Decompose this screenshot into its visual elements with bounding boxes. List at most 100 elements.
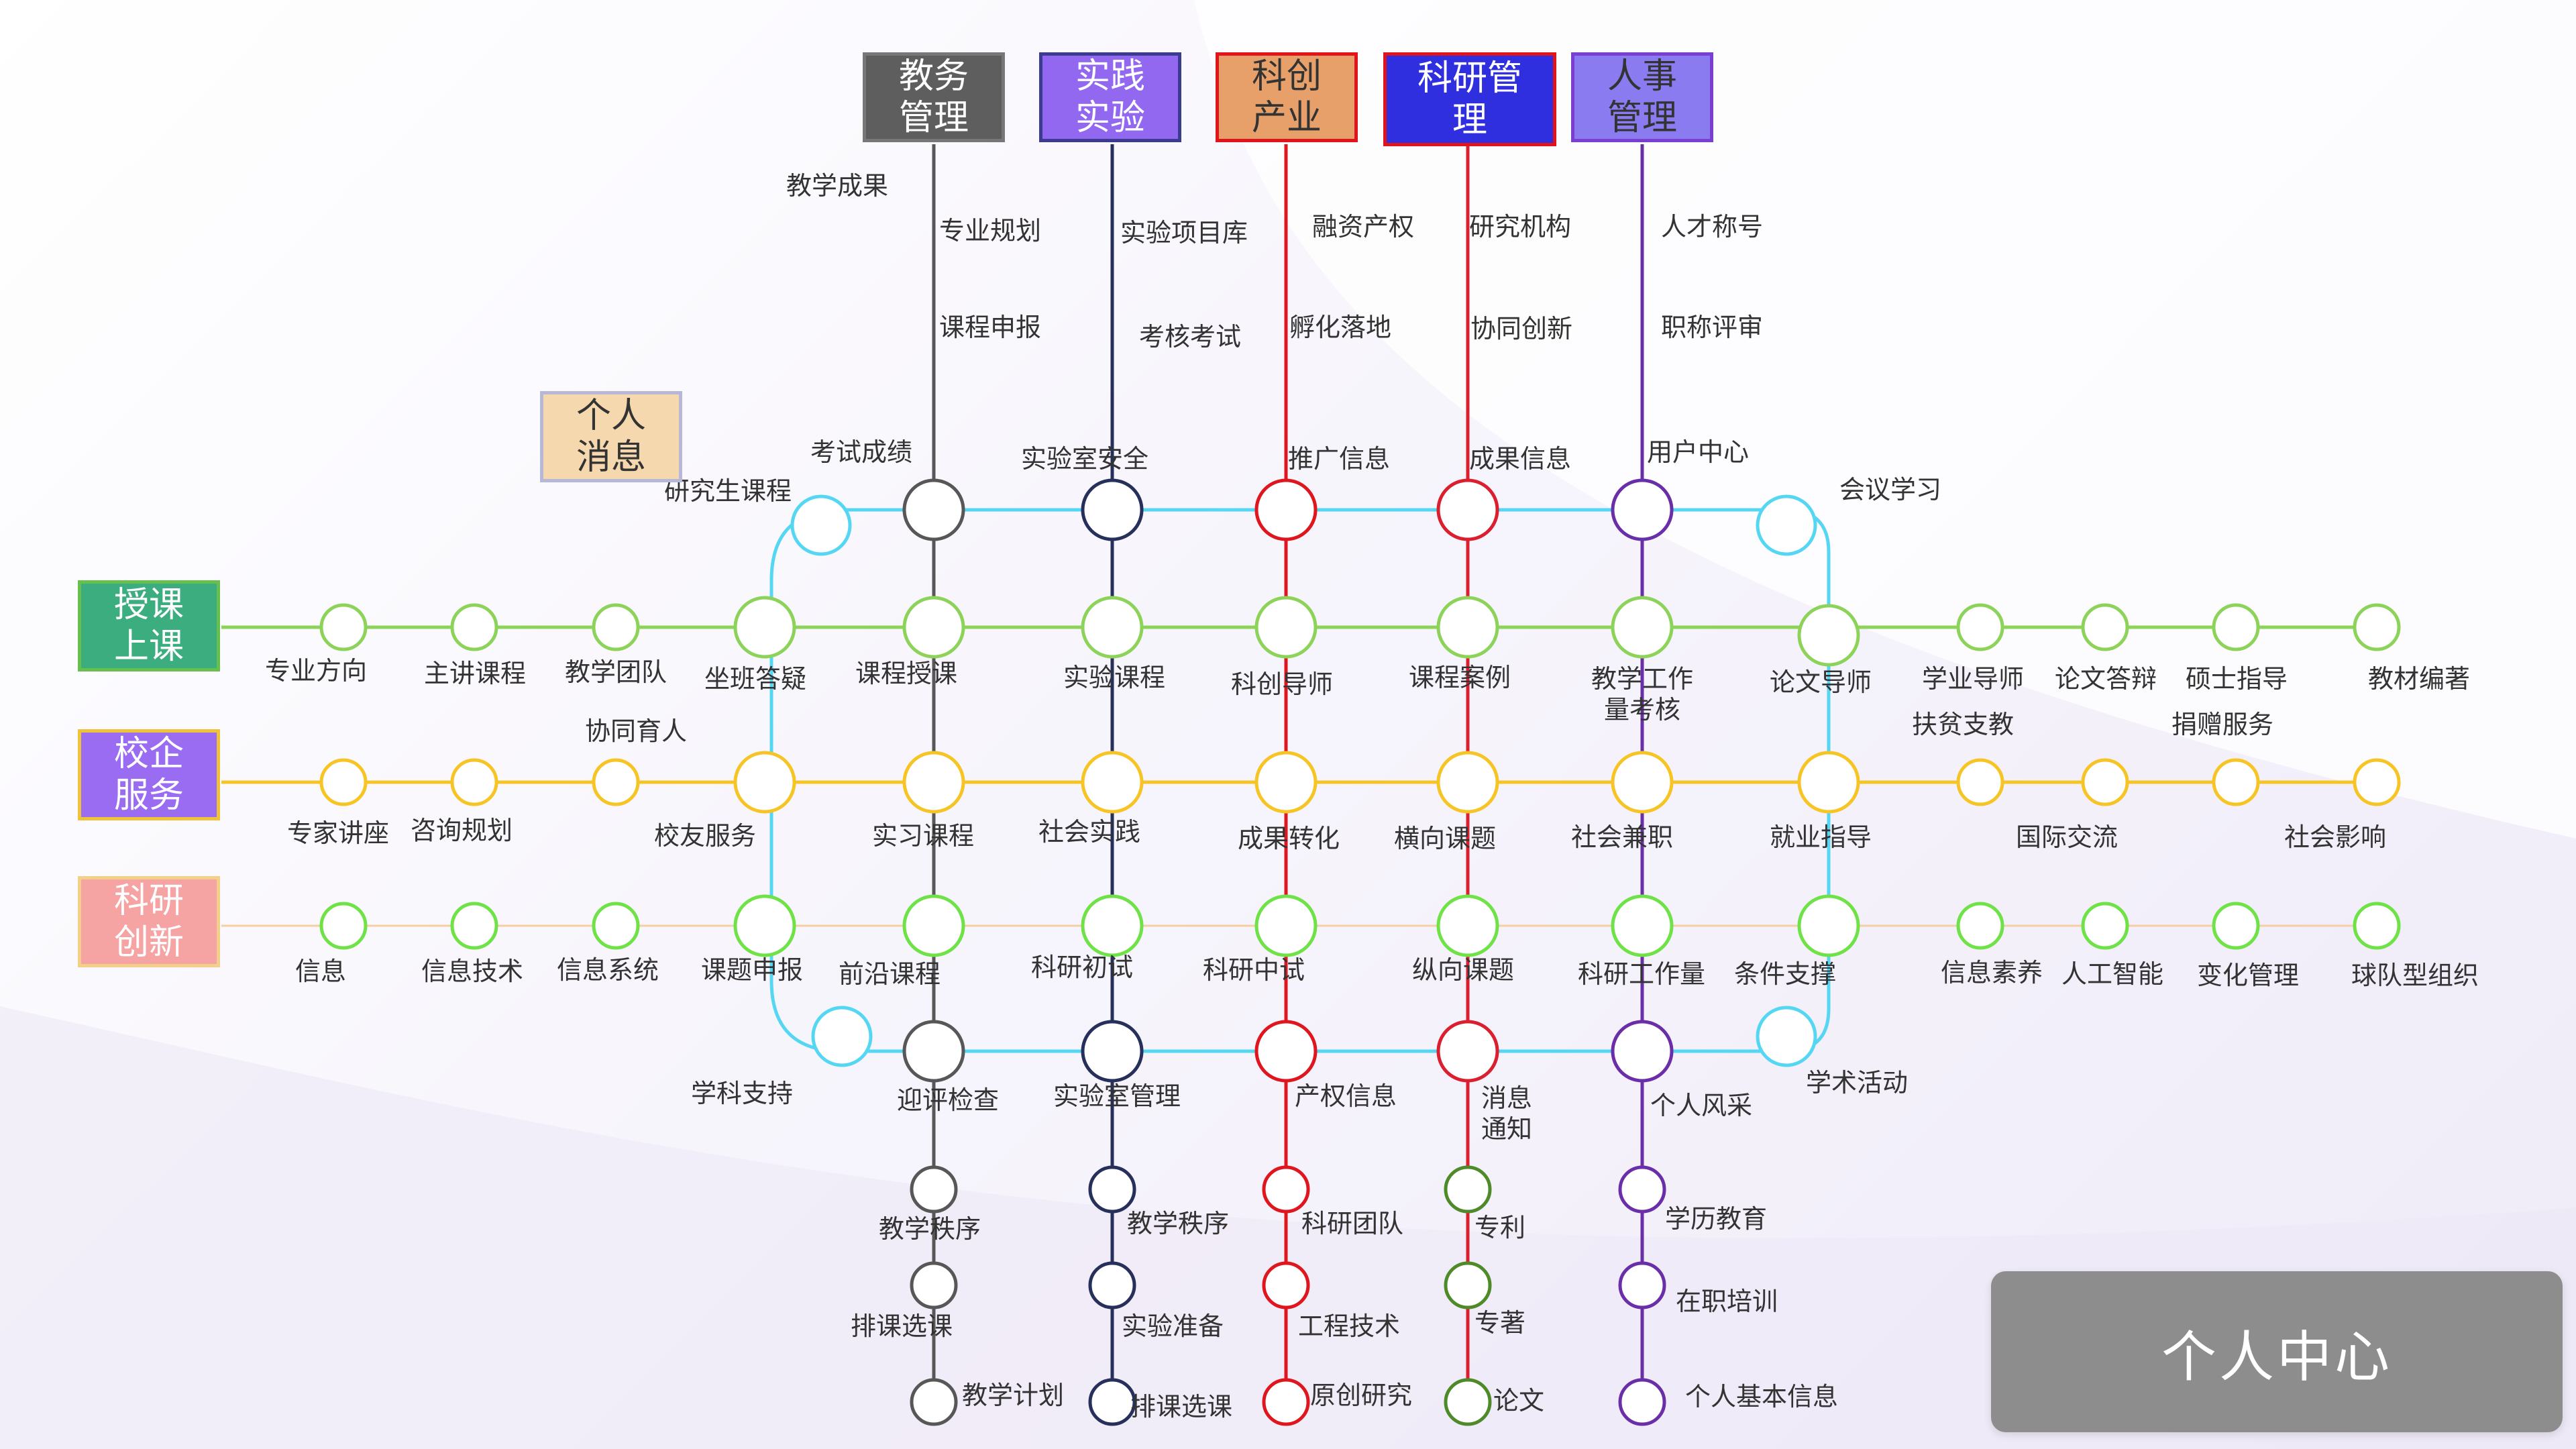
row-0-station-11[interactable]: [2081, 603, 2129, 651]
row-research-label-8[interactable]: 科研工作量: [1578, 959, 1706, 989]
research-innovation-box[interactable]: 科研 创新: [78, 876, 220, 967]
row-1-station-2[interactable]: [592, 758, 640, 806]
row-research-label-0[interactable]: 信息: [295, 957, 347, 986]
col-practice-loop-bottom-station[interactable]: [1081, 1020, 1144, 1083]
col-teaching-label-4[interactable]: 迎评检查: [897, 1085, 1000, 1115]
col-hr-label-5[interactable]: 在职培训: [1676, 1287, 1778, 1316]
col-teaching-label-5[interactable]: 教学秩序: [879, 1214, 981, 1244]
row-teaching-label-13[interactable]: 教材编著: [2368, 664, 2471, 694]
col-research-label-5[interactable]: 专著: [1474, 1308, 1526, 1338]
loop-label-2[interactable]: 学科支持: [691, 1079, 794, 1108]
col-practice-label-1[interactable]: 考核考试: [1139, 322, 1242, 352]
row-0-station-9[interactable]: [1797, 604, 1860, 667]
row-teaching-label-1[interactable]: 主讲课程: [424, 659, 527, 688]
col-teaching-lower-station-1[interactable]: [910, 1261, 958, 1309]
col-teaching-label-7[interactable]: 教学计划: [962, 1381, 1065, 1410]
col-research-lower-station-2[interactable]: [1444, 1378, 1492, 1426]
row-research-label-3[interactable]: 课题申报: [701, 955, 804, 985]
row-enterprise-label-3[interactable]: 校友服务: [654, 821, 757, 851]
row-research-label-6[interactable]: 科研中试: [1203, 955, 1305, 985]
row-teaching-label-2[interactable]: 教学团队: [565, 657, 667, 687]
row-0-station-8[interactable]: [1611, 596, 1674, 659]
row-0-station-3[interactable]: [733, 596, 796, 659]
col-innovation-lower-station-2[interactable]: [1262, 1378, 1310, 1426]
loop-station-top-left[interactable]: [790, 494, 852, 556]
col-teaching-loop-bottom-station[interactable]: [902, 1020, 965, 1083]
col-research-loop-bottom-station[interactable]: [1436, 1020, 1499, 1083]
col-practice-lower-station-1[interactable]: [1088, 1261, 1136, 1309]
row-research-label-13[interactable]: 球队型组织: [2351, 961, 2479, 990]
row-2-station-2[interactable]: [592, 902, 640, 950]
row-2-station-4[interactable]: [902, 894, 965, 957]
row-research-label-4[interactable]: 前沿课程: [839, 959, 941, 989]
row-teaching-label-12[interactable]: 硕士指导: [2186, 664, 2288, 694]
personal-messages-box[interactable]: 个人 消息: [540, 391, 682, 482]
loop-station-top-right[interactable]: [1756, 494, 1817, 556]
row-enterprise-label-4[interactable]: 实习课程: [872, 821, 975, 851]
col-innovation-lower-station-0[interactable]: [1262, 1165, 1310, 1214]
row-teaching-label-6[interactable]: 科创导师: [1231, 669, 1334, 699]
row-teaching-label-8[interactable]: 教学工作 量考核: [1591, 664, 1694, 724]
col-research-lower-station-0[interactable]: [1444, 1165, 1492, 1214]
col-teaching-loop-top-station[interactable]: [902, 478, 965, 541]
col-teaching-label-6[interactable]: 排课选课: [851, 1311, 953, 1341]
row-research-label-1[interactable]: 信息技术: [421, 957, 524, 986]
row-0-station-5[interactable]: [1081, 596, 1144, 659]
col-research-label-4[interactable]: 专利: [1474, 1213, 1526, 1242]
row-0-station-7[interactable]: [1436, 596, 1499, 659]
col-practice-label-3[interactable]: 实验室管理: [1053, 1081, 1181, 1111]
row-enterprise-label-8[interactable]: 社会兼职: [1571, 822, 1674, 852]
row-2-station-3[interactable]: [733, 894, 796, 957]
row-research-label-12[interactable]: 变化管理: [2197, 961, 2300, 990]
row-enterprise-label-10[interactable]: 扶贫支教: [1912, 710, 2015, 739]
row-1-station-4[interactable]: [902, 751, 965, 814]
row-1-station-12[interactable]: [2212, 758, 2260, 806]
col-hr-label-3[interactable]: 个人风采: [1650, 1091, 1753, 1120]
col-hr-loop-top-station[interactable]: [1611, 478, 1674, 541]
col-innovation-label-1[interactable]: 孵化落地: [1289, 313, 1392, 342]
row-2-station-8[interactable]: [1611, 894, 1674, 957]
col-hr-label-1[interactable]: 职称评审: [1661, 313, 1764, 342]
row-enterprise-label-6[interactable]: 成果转化: [1238, 824, 1340, 853]
col-research-label-3[interactable]: 消息 通知: [1481, 1083, 1533, 1144]
teaching-management-box[interactable]: 教务 管理: [863, 52, 1005, 142]
loop-station-bottom-left[interactable]: [811, 1006, 873, 1067]
row-teaching-label-9[interactable]: 论文导师: [1770, 667, 1872, 697]
col-hr-label-0[interactable]: 人才称号: [1661, 212, 1764, 241]
col-hr-lower-station-0[interactable]: [1618, 1165, 1666, 1214]
col-innovation-label-2[interactable]: 推广信息: [1288, 444, 1391, 474]
col-research-label-1[interactable]: 协同创新: [1470, 314, 1573, 343]
row-enterprise-label-7[interactable]: 横向课题: [1394, 824, 1497, 853]
row-0-station-13[interactable]: [2353, 603, 2401, 651]
row-2-station-9[interactable]: [1797, 894, 1860, 957]
row-teaching-label-7[interactable]: 课程案例: [1409, 663, 1511, 692]
col-practice-label-6[interactable]: 排课选课: [1130, 1392, 1233, 1421]
col-innovation-label-0[interactable]: 融资产权: [1312, 212, 1415, 241]
row-2-station-1[interactable]: [450, 902, 498, 950]
teaching-classes-box[interactable]: 授课 上课: [78, 580, 220, 672]
row-2-station-11[interactable]: [2081, 902, 2129, 950]
row-0-station-10[interactable]: [1956, 603, 2004, 651]
row-research-label-2[interactable]: 信息系统: [557, 955, 659, 985]
personal-center-button[interactable]: 个人中心: [1991, 1271, 2563, 1432]
row-teaching-label-10[interactable]: 学业导师: [1922, 664, 2025, 694]
row-2-station-0[interactable]: [319, 902, 368, 950]
row-research-label-9[interactable]: 条件支撑: [1734, 959, 1837, 989]
row-1-station-0[interactable]: [319, 758, 368, 806]
row-1-station-13[interactable]: [2353, 758, 2401, 806]
col-practice-loop-top-station[interactable]: [1081, 478, 1144, 541]
col-practice-label-0[interactable]: 实验项目库: [1120, 218, 1248, 248]
row-2-station-5[interactable]: [1081, 894, 1144, 957]
row-1-station-1[interactable]: [450, 758, 498, 806]
col-teaching-label-3[interactable]: 考试成绩: [810, 437, 913, 467]
row-1-station-6[interactable]: [1254, 751, 1318, 814]
practice-experiment-box[interactable]: 实践 实验: [1039, 52, 1181, 142]
col-research-loop-top-station[interactable]: [1436, 478, 1499, 541]
col-research-label-0[interactable]: 研究机构: [1469, 212, 1572, 241]
row-0-station-12[interactable]: [2212, 603, 2260, 651]
loop-station-bottom-right[interactable]: [1756, 1006, 1817, 1067]
row-teaching-label-3[interactable]: 坐班答疑: [704, 664, 807, 694]
row-enterprise-label-9[interactable]: 就业指导: [1770, 822, 1872, 852]
col-research-label-6[interactable]: 论文: [1493, 1386, 1545, 1415]
row-research-label-11[interactable]: 人工智能: [2061, 959, 2164, 989]
